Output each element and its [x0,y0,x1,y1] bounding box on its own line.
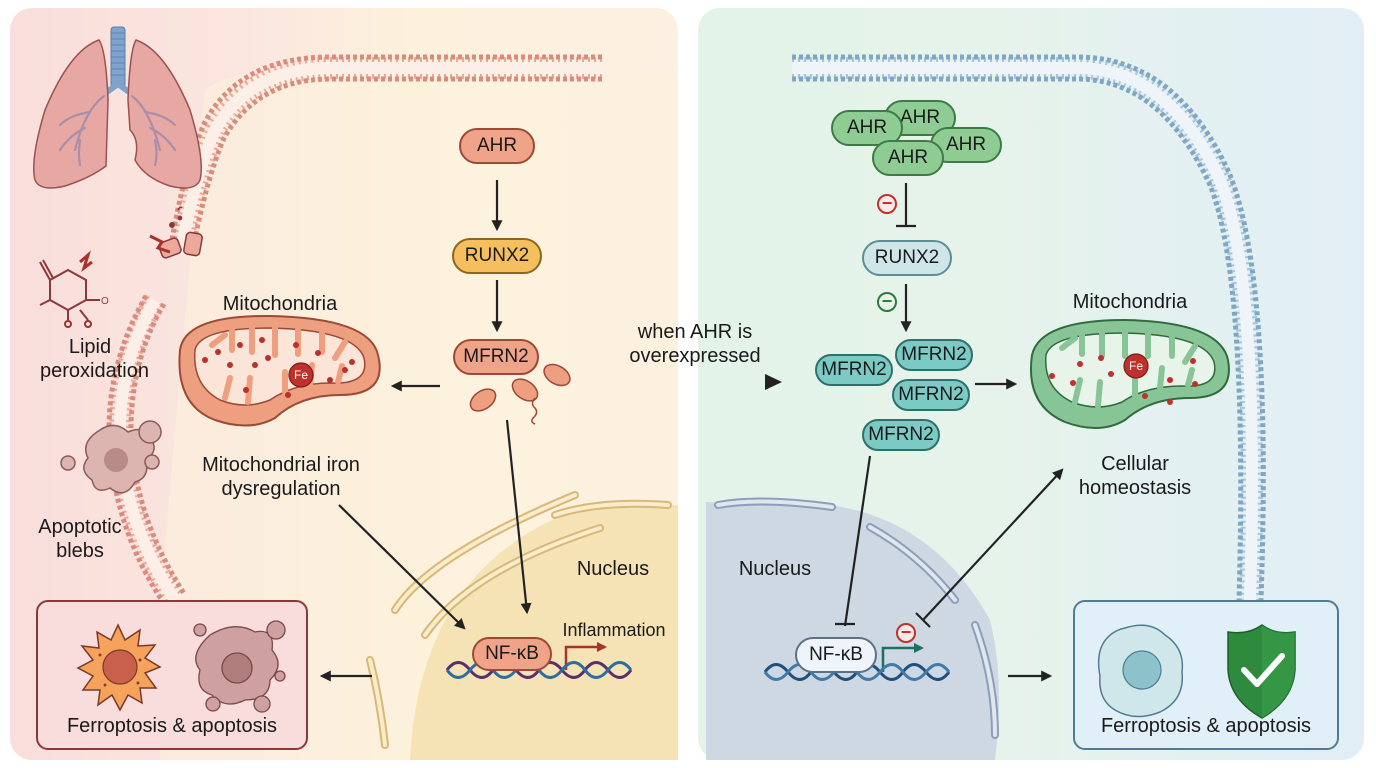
inflammation-arrow-icon [564,642,607,670]
outcome-label-right: Ferroptosis & apoptosis [1100,715,1312,737]
iron-label-left: Fe [293,368,308,382]
nucleus-label-right: Nucleus [738,558,812,580]
mfrn2-node-right-4: MFRN2 [862,419,940,451]
pathway-arrows-left [319,180,532,682]
transition-label-line1: when AHR is [637,321,753,343]
mito-caption-left-line2: dysregulation [221,478,341,500]
lipid-peroxidation-label: Lipid peroxidation [40,335,149,383]
outcome-box-left: Ferroptosis & apoptosis [36,600,308,750]
mito-caption-right-line1: Cellular [1101,453,1169,475]
mfrn2-node-right-3: MFRN2 [892,379,970,411]
inhibit-symbol-nfkb: − [896,623,916,643]
inflammation-label: Inflammation [562,620,666,640]
transition-label-line2: overexpressed [629,345,761,367]
iron-label-right: Fe [1128,359,1143,373]
inhibit-symbol-red: − [877,194,897,214]
mfrn2-node-right-2: MFRN2 [895,339,973,371]
lipid-label-line2: peroxidation [40,360,149,382]
arrow-mito-nfkb [338,504,466,630]
ahr-node-right-3: AHR [872,140,944,176]
mitochondria-title-left: Mitochondria [222,293,338,315]
mitochondria-caption-left: Mitochondrial iron dysregulation [186,453,376,501]
nucleus-left [410,505,678,760]
transition-label: when AHR is overexpressed [610,320,780,368]
ahr-node-left: AHR [459,128,535,164]
mfrn2-fragments-icon [469,363,571,425]
runx2-node-left: RUNX2 [452,238,542,274]
nucleus-right [706,502,999,760]
inhibit-symbol-green: − [877,292,897,312]
outcome-box-right: Ferroptosis & apoptosis [1073,600,1339,750]
blebs-label-line2: blebs [56,540,104,562]
nucleus-label-left: Nucleus [576,558,650,580]
mfrn2-node-left: MFRN2 [453,339,539,375]
nfkb-node-right: NF-κB [795,637,877,673]
runx2-node-right: RUNX2 [862,240,952,276]
arrow-mfrn2-nfkb [505,419,532,615]
mito-caption-right-line2: homeostasis [1078,477,1192,499]
lipid-label-line1: Lipid [68,336,112,358]
cell-membrane-right [792,54,1266,601]
mitochondrion-right-icon [1030,318,1230,430]
membrane-damage-icon [149,206,203,259]
ahr-node-right-4: AHR [930,127,1002,163]
inhibit-mfrn2-nfkb [843,455,872,627]
mitochondrion-left-icon [178,314,381,427]
mitochondria-caption-right: Cellular homeostasis [1070,452,1200,500]
svg-text:O: O [101,296,109,307]
blebs-label-line1: Apoptotic [38,516,122,538]
outcome-label-left: Ferroptosis & apoptosis [66,715,278,737]
lipid-peroxidation-icon: O [39,250,109,328]
mfrn2-node-right-1: MFRN2 [815,354,893,386]
inhibit-mito-nfkb [922,468,1064,621]
apoptotic-blebs-icon [60,420,162,494]
lungs-icon [33,26,202,189]
transcription-arrow-right-icon [881,643,924,672]
pathway-arrows-right [835,183,1064,682]
apoptotic-blebs-label: Apoptotic blebs [30,515,130,563]
mito-caption-left-line1: Mitochondrial iron [202,454,360,476]
nfkb-node-left: NF-κB [472,637,552,671]
mitochondria-title-right: Mitochondria [1072,291,1188,313]
